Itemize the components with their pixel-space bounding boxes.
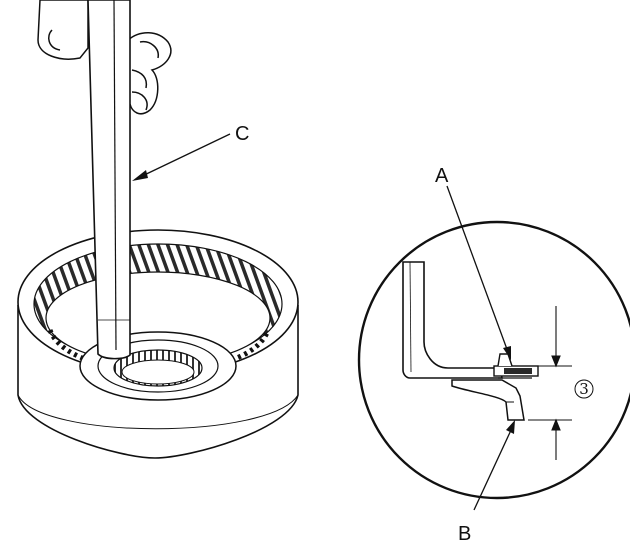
label-c: C [235, 123, 249, 145]
detail-view: 3 [357, 220, 630, 500]
technician-hand [37, 0, 172, 115]
label-b: B [458, 523, 471, 545]
dimension-circle [574, 379, 594, 399]
ring-gear-assembly [17, 229, 299, 459]
label-a: A [435, 165, 449, 187]
callout-b: B [458, 420, 515, 545]
oil-seal-a [493, 353, 539, 379]
detail-circle [357, 220, 630, 500]
callout-a: A [435, 165, 511, 360]
seal-driver-tool [87, 0, 131, 360]
flange-b [451, 379, 525, 421]
callout-c: C [132, 123, 249, 181]
dimension-value: 3 [579, 380, 589, 398]
dimension-3 [520, 306, 572, 460]
